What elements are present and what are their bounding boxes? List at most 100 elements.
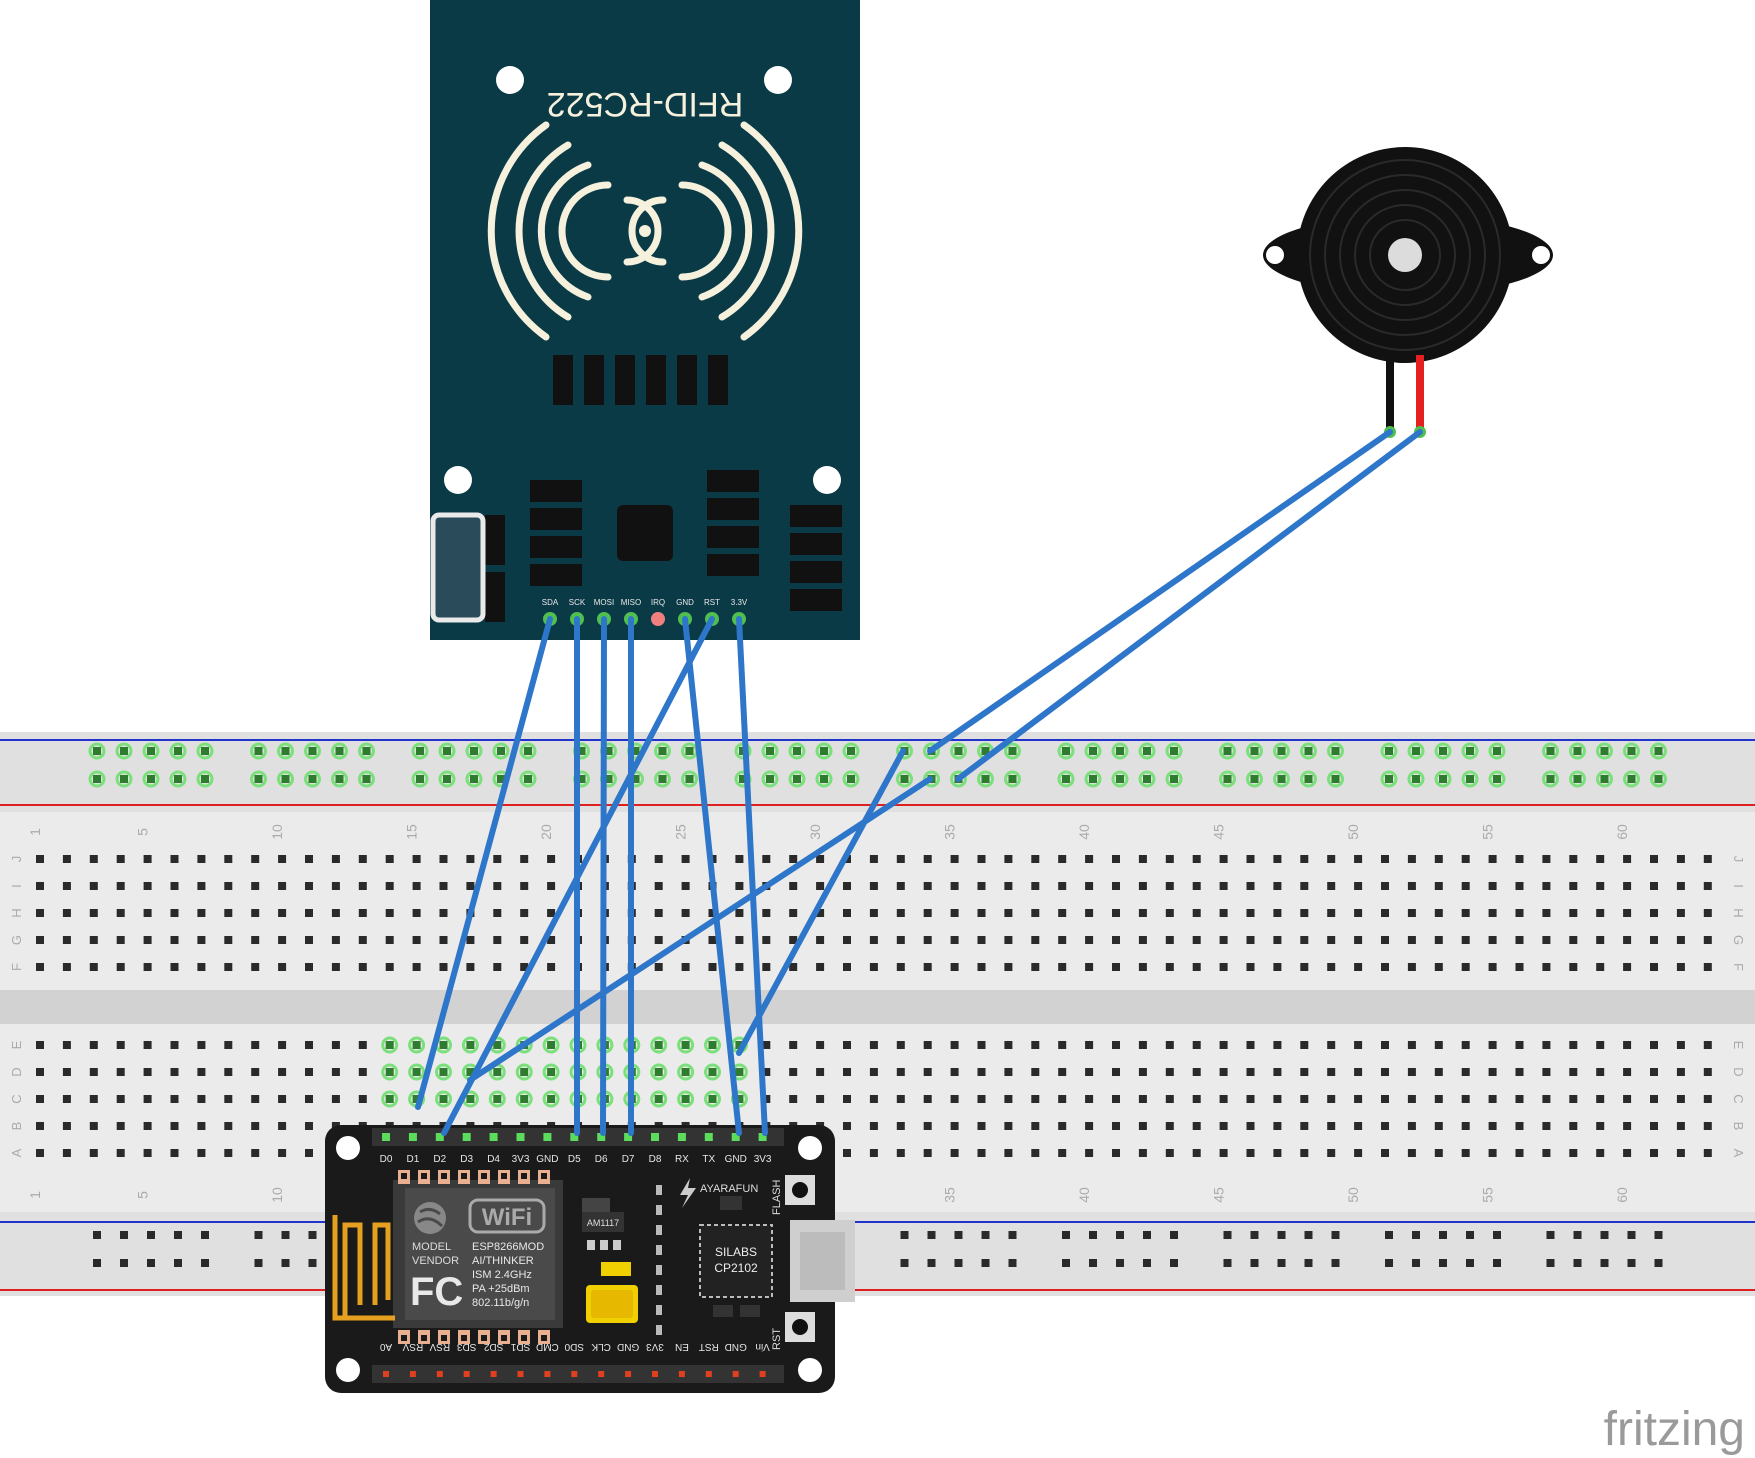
flash-button-cap[interactable] <box>792 1182 808 1198</box>
hole <box>1488 1122 1497 1130</box>
bottom-pin-label: SD0 <box>564 1341 584 1352</box>
rail-hole <box>497 747 505 755</box>
hole <box>412 1068 421 1076</box>
rail-hole <box>1331 1231 1340 1239</box>
hole <box>1569 855 1578 863</box>
hole <box>224 909 233 917</box>
hole <box>358 936 367 944</box>
rail-hole <box>1008 747 1017 755</box>
hole <box>62 1095 71 1103</box>
hole <box>1515 1041 1524 1049</box>
row-letter: G <box>9 935 24 945</box>
hole <box>143 963 152 971</box>
hole <box>1623 1122 1632 1130</box>
rail-hole <box>93 775 101 783</box>
hole <box>1300 855 1309 863</box>
rail-hole-connected <box>1488 770 1506 788</box>
rail-hole <box>470 747 478 755</box>
pin <box>571 1371 578 1377</box>
hole <box>1112 909 1120 917</box>
hole <box>251 1122 260 1130</box>
hole <box>1138 909 1147 917</box>
hole <box>843 1068 851 1076</box>
hole <box>950 855 959 863</box>
hole <box>1676 963 1685 971</box>
rail-hole <box>1277 775 1286 783</box>
row-letter: B <box>1731 1122 1746 1131</box>
hole <box>1596 936 1605 944</box>
rail-hole-connected <box>1623 742 1640 760</box>
hole <box>251 963 260 971</box>
hole <box>950 1095 959 1103</box>
hole <box>1192 963 1201 971</box>
rail-hole <box>1143 1259 1151 1267</box>
hole <box>1542 1095 1551 1103</box>
rail-hole-connected <box>115 770 133 788</box>
hole <box>1623 963 1632 971</box>
hole <box>305 936 313 944</box>
hole <box>170 909 179 917</box>
hole <box>1569 1122 1578 1130</box>
hole <box>412 936 421 944</box>
hole <box>1327 882 1336 890</box>
hole <box>1515 963 1524 971</box>
hole <box>1246 1068 1255 1076</box>
column-number: 5 <box>135 828 151 836</box>
rfid-antenna-icon <box>487 121 803 341</box>
rail-hole <box>1439 775 1447 783</box>
hole <box>1623 1068 1632 1076</box>
column-number: 55 <box>1480 824 1496 840</box>
rail-hole-connected <box>1111 742 1129 760</box>
hole <box>1327 963 1336 971</box>
hole <box>1703 1041 1712 1049</box>
hole <box>977 1041 986 1049</box>
rail-hole <box>1493 747 1501 755</box>
rail-hole <box>820 775 828 783</box>
hole <box>1623 1149 1632 1157</box>
hole <box>493 1041 502 1049</box>
hole <box>1273 1041 1282 1049</box>
rail-hole <box>1546 775 1555 783</box>
hole <box>36 909 44 917</box>
rail-hole <box>1412 747 1420 755</box>
rail-hole-connected <box>1273 770 1290 788</box>
jumper-wire <box>415 616 553 1110</box>
pin <box>490 1371 497 1377</box>
hole <box>977 1068 986 1076</box>
hole <box>116 1068 125 1076</box>
hole <box>1219 1041 1228 1049</box>
hole <box>923 909 932 917</box>
rail-hole <box>793 747 801 755</box>
rst-button-cap[interactable] <box>792 1319 808 1335</box>
rfid-rc522-module: RFID-RC522 <box>430 0 860 640</box>
hole <box>1246 936 1255 944</box>
hole <box>224 882 233 890</box>
bottom-pin-label: SD3 <box>457 1341 477 1352</box>
rail-hole <box>254 1259 263 1267</box>
pin <box>463 1371 470 1377</box>
hole <box>735 963 744 971</box>
jumper-wire <box>736 748 906 1056</box>
rail-hole <box>1546 747 1555 755</box>
hole <box>816 963 825 971</box>
hole <box>224 1095 233 1103</box>
hole <box>358 1041 367 1049</box>
hole <box>1138 1095 1147 1103</box>
hole <box>89 1041 98 1049</box>
hole <box>1407 1122 1416 1130</box>
hole <box>923 1095 932 1103</box>
hole <box>977 909 986 917</box>
hole <box>789 1068 798 1076</box>
hole <box>385 936 394 944</box>
hole-connected <box>515 1036 533 1054</box>
rail-hole <box>1170 747 1178 755</box>
esp-pads-bottom <box>398 1330 550 1344</box>
hole <box>1300 1149 1309 1157</box>
rail-hole <box>685 775 694 783</box>
hole <box>923 1122 932 1130</box>
hole <box>251 936 260 944</box>
rail-hole <box>1439 1259 1447 1267</box>
hole <box>1004 1068 1013 1076</box>
top-rail-holes <box>88 742 1667 788</box>
